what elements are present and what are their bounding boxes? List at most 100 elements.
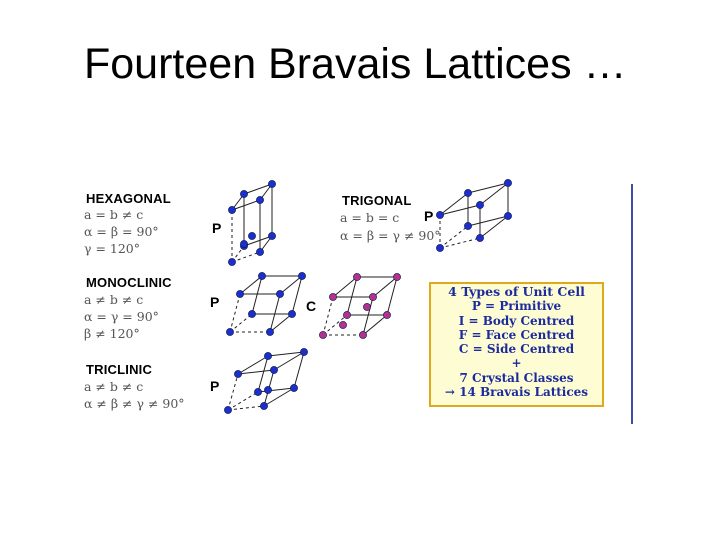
hexagonal-label: HEXAGONAL [86, 191, 171, 206]
monoclinic-c-cell-atom [343, 311, 351, 319]
monoclinic-c-cell-edge [362, 296, 374, 336]
slide-title: Fourteen Bravais Lattices … [84, 40, 627, 88]
triclinic-cell-edge [227, 373, 239, 411]
trigonal-p-label: P [424, 208, 434, 224]
triclinic-param-2: α ≠ β ≠ γ ≠ 90° [84, 396, 185, 411]
triclinic-cell-atom [300, 348, 308, 356]
triclinic-cell-edge [257, 355, 269, 393]
trigonal-label: TRIGONAL [342, 193, 412, 208]
trigonal-cell-atom [436, 244, 444, 252]
monoclinic-c-cell-edge [322, 296, 334, 336]
trigonal-cell-atom [436, 211, 444, 219]
triclinic-p-label: P [210, 378, 220, 394]
monoclinic-p-cell-atom [248, 310, 256, 318]
hexagonal-cell-atom [240, 240, 248, 248]
slide-divider-line [631, 184, 633, 424]
hexagonal-cell-atom [268, 180, 276, 188]
hexagonal-cell-atom [228, 258, 236, 266]
trigonal-cell-edge [439, 192, 469, 216]
summary-line-bravais-lattices: → 14 Bravais Lattices [444, 385, 589, 400]
monoclinic-c-cell-edge [372, 276, 398, 298]
monoclinic-p-cell-edge [239, 275, 263, 295]
monoclinic-p-cell-atom [226, 328, 234, 336]
monoclinic-p-cell-edge [291, 275, 303, 315]
monoclinic-c-cell-edge [332, 276, 358, 298]
trigonal-cell-edge [467, 215, 509, 227]
trigonal-cell-atom [504, 179, 512, 187]
monoclinic-p-cell-atom [298, 272, 306, 280]
hexagonal-cell-atom [268, 232, 276, 240]
monoclinic-c-cell-atom [369, 293, 377, 301]
triclinic-cell-edge [227, 405, 265, 411]
monoclinic-c-cell-atom [359, 331, 367, 339]
summary-line-face-centred: F = Face Centred [458, 327, 575, 342]
hexagonal-p-label: P [212, 220, 222, 236]
triclinic-cell-edge [273, 351, 305, 371]
summary-box: 4 Types of Unit Cell P = Primitive I = B… [429, 282, 604, 407]
monoclinic-p-cell-edge [229, 313, 253, 333]
summary-line-side-centred: C = Side Centred [458, 342, 575, 357]
monoclinic-c-cell-atom [339, 321, 347, 329]
monoclinic-p-cell-atom [276, 290, 284, 298]
monoclinic-c-cell-edge [322, 314, 348, 336]
trigonal-cell-atom [476, 234, 484, 242]
triclinic-cell-edge [263, 387, 295, 407]
monoclinic-param-3: β ≠ 120° [84, 326, 140, 341]
trigonal-cell-edge [479, 215, 509, 239]
triclinic-cell-atom [270, 366, 278, 374]
summary-line-plus: + [511, 356, 522, 371]
monoclinic-p-cell-edge [251, 275, 263, 315]
monoclinic-label: MONOCLINIC [86, 275, 172, 290]
summary-line-primitive: P = Primitive [471, 299, 562, 314]
summary-line-body-centred: I = Body Centred [458, 313, 575, 328]
hexagonal-param-3: γ = 120° [84, 241, 140, 256]
hexagonal-cell-atom [248, 232, 256, 240]
monoclinic-c-cell-edge [386, 276, 398, 316]
trigonal-cell-atom [464, 189, 472, 197]
hexagonal-cell-atom [228, 206, 236, 214]
monoclinic-p-cell-edge [269, 293, 281, 333]
hexagonal-cell-edge [243, 183, 273, 195]
hexagonal-param-1: a = b ≠ c [84, 207, 144, 222]
triclinic-cell-atom [234, 370, 242, 378]
trigonal-cell-atom [504, 212, 512, 220]
hexagonal-cell-atom [256, 248, 264, 256]
triclinic-cell-atom [264, 386, 272, 394]
triclinic-cell-edge [257, 387, 295, 393]
triclinic-cell-edge [267, 351, 305, 357]
summary-heading: 4 Types of Unit Cell [448, 284, 585, 299]
monoclinic-p-cell-atom [266, 328, 274, 336]
monoclinic-p-cell-atom [236, 290, 244, 298]
monoclinic-p-cell-atom [258, 272, 266, 280]
trigonal-cell-atom [464, 222, 472, 230]
triclinic-cell-edge [237, 355, 269, 375]
trigonal-cell-edge [439, 204, 481, 216]
summary-line-crystal-classes: 7 Crystal Classes [459, 370, 574, 385]
monoclinic-p-cell-atom [288, 310, 296, 318]
triclinic-cell-atom [254, 388, 262, 396]
monoclinic-c-cell-atom [393, 273, 401, 281]
monoclinic-c-cell-atom [319, 331, 327, 339]
monoclinic-param-2: α = γ = 90° [84, 309, 159, 324]
triclinic-cell-atom [224, 406, 232, 414]
triclinic-cell-edge [237, 369, 275, 375]
hexagonal-param-2: α = β = 90° [84, 224, 159, 239]
monoclinic-c-cell-edge [346, 276, 358, 316]
triclinic-cell-edge [293, 351, 305, 389]
monoclinic-p-label: P [210, 294, 220, 310]
triclinic-cell-atom [260, 402, 268, 410]
trigonal-cell-edge [467, 182, 509, 194]
trigonal-param-2: α = β = γ ≠ 90° [340, 228, 441, 243]
triclinic-cell-atom [290, 384, 298, 392]
monoclinic-c-cell-edge [362, 314, 388, 336]
hexagonal-cell-edge [231, 199, 261, 211]
triclinic-param-1: a ≠ b ≠ c [84, 379, 144, 394]
hexagonal-cell-edge [243, 235, 273, 247]
hexagonal-cell-edge [231, 251, 261, 263]
monoclinic-c-cell-atom [363, 303, 371, 311]
hexagonal-cell-atom [256, 196, 264, 204]
trigonal-cell-edge [479, 182, 509, 206]
monoclinic-p-cell-edge [279, 275, 303, 295]
monoclinic-c-cell-atom [383, 311, 391, 319]
